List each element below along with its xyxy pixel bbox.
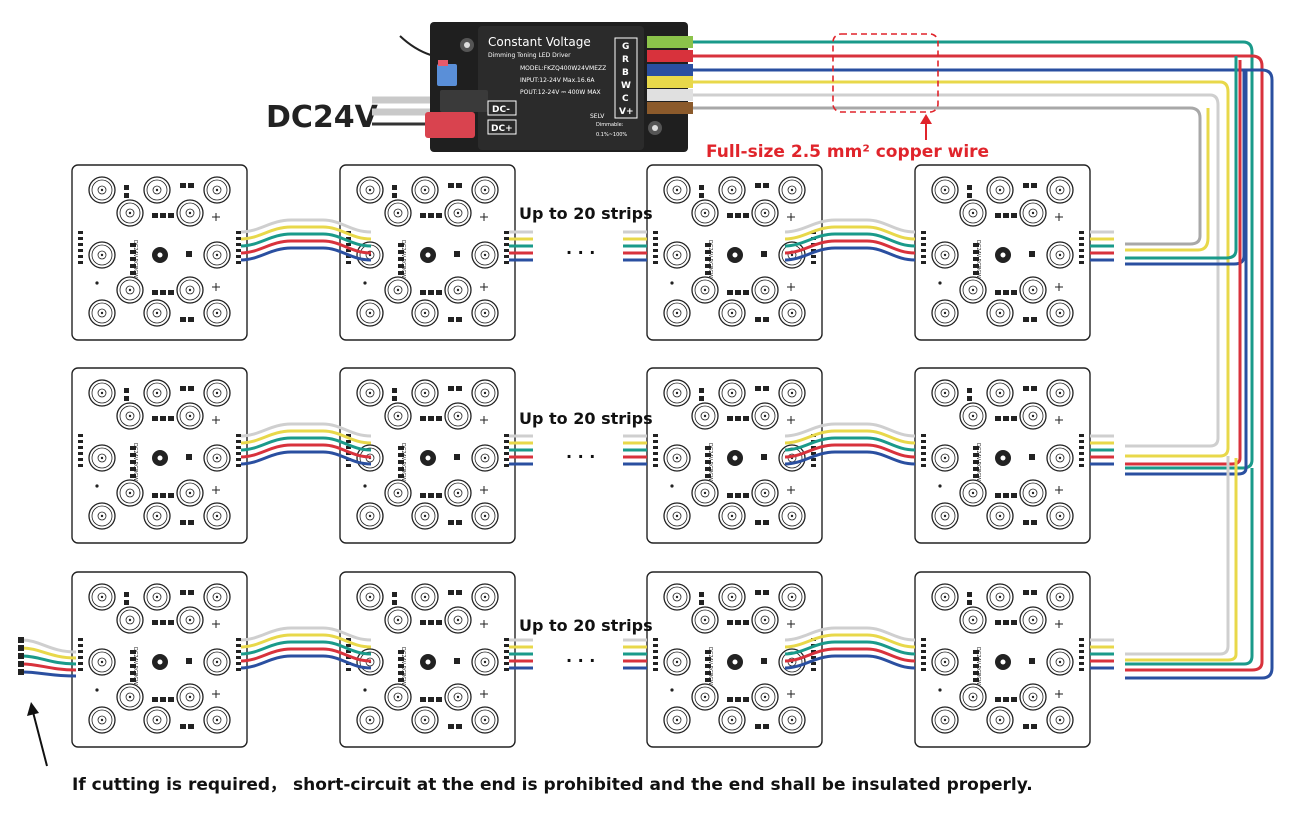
wire-stub: [1088, 434, 1116, 466]
cut-end-note: If cutting is required， short-circuit at…: [27, 702, 1033, 795]
driver-title: Constant Voltage: [488, 35, 591, 49]
module-label: DC24V-RGBCW: [975, 443, 981, 481]
power-label: DC24V: [266, 100, 379, 135]
wire-stub: [1088, 638, 1116, 670]
led-driver: Constant Voltage Dimming Toning LED Driv…: [425, 22, 693, 152]
strips-label-row2: Up to 20 strips: [519, 409, 653, 428]
strip-row-3: · · · Up to 20 strips: [18, 572, 1116, 747]
led-module: [72, 165, 247, 340]
terminal-c: C: [622, 94, 629, 104]
copper-wire-label: Full-size 2.5 mm² copper wire: [706, 142, 989, 162]
driver-dim-range: 0.1%~100%: [596, 132, 627, 138]
footer-note: If cutting is required， short-circuit at…: [72, 775, 1033, 795]
module-label: DC24V-RGBCW: [707, 647, 713, 685]
cut-end-wires: [18, 637, 77, 678]
strip-row-1: · · · Up to 20 strips: [72, 165, 1116, 340]
led-module: [72, 368, 247, 543]
led-module: [915, 165, 1090, 340]
terminal-g: G: [622, 42, 629, 52]
driver-subtitle: Dimming Toning LED Driver: [488, 52, 571, 59]
module-label: DC24V-RGBCW: [707, 443, 713, 481]
driver-input: INPUT:12-24V Max.16.6A: [520, 77, 595, 84]
strip-row-2: · · · Up to 20 strips: [72, 368, 1116, 543]
driver-dimmable: Dimmable:: [596, 122, 624, 128]
wire-stub: [621, 230, 649, 262]
driver-dc-plus: DC+: [491, 124, 513, 134]
module-label: DC24V-RGBCW: [400, 240, 406, 278]
led-module: [72, 572, 247, 747]
wire-stub: [1088, 230, 1116, 262]
module-label: DC24V-RGBCW: [132, 647, 138, 685]
driver-output: POUT:12-24V ⎓ 400W MAX: [520, 89, 601, 96]
terminal-b: B: [622, 68, 629, 78]
copper-wire-callout: Full-size 2.5 mm² copper wire: [706, 33, 989, 162]
module-label: DC24V-RGBCW: [400, 443, 406, 481]
strips-label-row1: Up to 20 strips: [519, 204, 653, 223]
led-module: [915, 368, 1090, 543]
module-label: DC24V-RGBCW: [707, 240, 713, 278]
module-label: DC24V-RGBCW: [132, 240, 138, 278]
ellipsis: · · ·: [566, 243, 595, 262]
terminal-w: W: [621, 81, 631, 91]
led-module: [915, 572, 1090, 747]
wire-stub: [621, 638, 649, 670]
module-label: DC24V-RGBCW: [975, 240, 981, 278]
dc-connector: [425, 112, 475, 138]
arrow-icon: [32, 711, 48, 767]
module-label: DC24V-RGBCW: [400, 647, 406, 685]
strips-label-row3: Up to 20 strips: [519, 616, 653, 635]
terminal-r: R: [622, 55, 629, 65]
power-input: DC24V: [266, 35, 469, 135]
module-label: DC24V-RGBCW: [975, 647, 981, 685]
feed-wires: [693, 40, 1274, 680]
wire-stub: [621, 434, 649, 466]
terminal-vplus: V+: [619, 107, 634, 117]
ellipsis: · · ·: [566, 651, 595, 670]
driver-body: [478, 26, 644, 150]
driver-dc-minus: DC-: [492, 105, 510, 115]
driver-model: MODEL:FKZQ400W24VMEZZ: [520, 65, 606, 72]
module-silk-labels: DC24V-RGBCW DC24V-RGBCW DC24V-RGBCW DC24…: [132, 240, 981, 685]
ellipsis: · · ·: [566, 447, 595, 466]
driver-selv: SELV: [590, 113, 605, 120]
module-label: DC24V-RGBCW: [132, 443, 138, 481]
